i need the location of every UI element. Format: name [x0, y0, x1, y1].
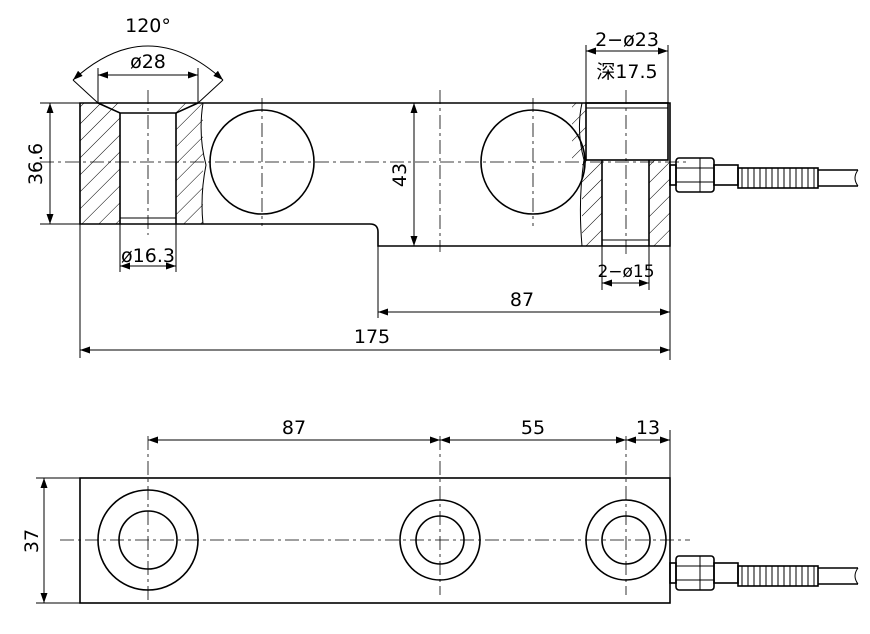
- break-line-left: [200, 102, 207, 225]
- cable-connector-bottom: [669, 555, 859, 591]
- left-height-label: 36.6: [25, 143, 47, 185]
- top-view: 120° ø28 36.6 43 ø16.3 2−ø23 深17.5 2−ø15: [25, 15, 859, 360]
- right-top-holes-label: 2−ø23: [595, 29, 659, 51]
- cable-connector-top: [669, 157, 859, 193]
- width-label: 37: [21, 529, 43, 553]
- hatch-left-a: [80, 103, 120, 224]
- countersink: [97, 102, 199, 114]
- depth-label: 深17.5: [596, 61, 657, 83]
- spacing-87-label: 87: [282, 417, 306, 439]
- total-length-label: 175: [354, 326, 390, 348]
- right-bottom-holes-label: 2−ø15: [597, 262, 654, 282]
- hatch-right-a: [582, 160, 602, 246]
- hatch-left-b: [176, 103, 203, 224]
- bottom-view: 87 55 13 37: [21, 417, 859, 604]
- angle-label: 120°: [125, 15, 171, 37]
- offset-87-label: 87: [510, 289, 534, 311]
- hatch-right-b: [649, 160, 670, 246]
- spacing-55-label: 55: [521, 417, 545, 439]
- plan-body: [79, 477, 671, 604]
- body-height-label: 43: [389, 163, 411, 187]
- angle-arc: [72, 45, 224, 81]
- counterbore-dia-label: ø28: [130, 51, 166, 73]
- break-line-right: [578, 102, 585, 247]
- counterbore-right: [585, 102, 669, 161]
- body-outline: [79, 102, 671, 247]
- hole-dia-label: ø16.3: [121, 245, 175, 267]
- spacing-13-label: 13: [636, 417, 660, 439]
